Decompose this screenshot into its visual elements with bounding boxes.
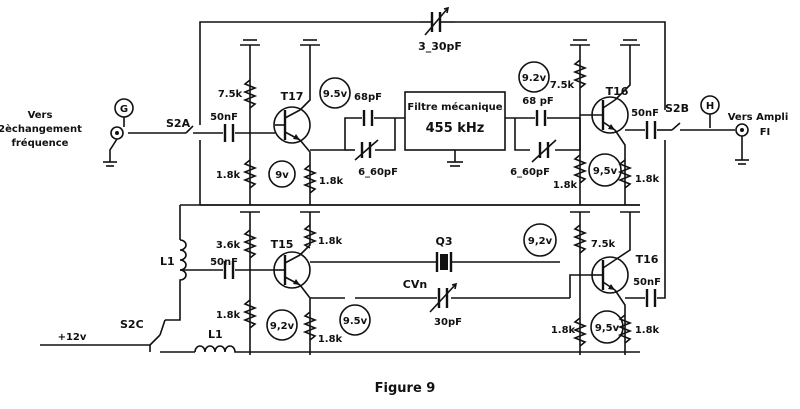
label-30pf: 30pF xyxy=(434,317,462,328)
switch-s2a xyxy=(185,125,194,134)
voltage-t15-9-5v: 9.5v xyxy=(343,316,368,327)
label-3-6k: 3.6k xyxy=(216,240,241,251)
filter-label-line1: Filtre mécanique xyxy=(407,101,502,113)
vers-changement-line1: Vers xyxy=(28,110,53,121)
voltage-bubbles: 9.5v 9v 9.2v 9,5v 9,2v 9.5v 9,2v 9,5v xyxy=(266,61,624,344)
inductor-l1-bottom xyxy=(194,345,240,353)
connector-h-label: H xyxy=(706,101,714,112)
switch-s2b xyxy=(671,122,681,131)
switch-s2c-label: S2C xyxy=(120,318,144,331)
label-1-8k-i: 1.8k xyxy=(635,325,660,336)
vers-changement-line3: fréquence xyxy=(12,137,69,149)
capacitor-cvn-30pf xyxy=(429,282,458,313)
label-6-60pf-a: 6_60pF xyxy=(358,167,398,178)
switch-s2a-label: S2A xyxy=(166,117,191,130)
switch-s2c xyxy=(149,319,166,346)
vers-ampli-line2: FI xyxy=(760,127,771,138)
label-7-5k-c: 7.5k xyxy=(591,239,616,250)
capacitor-68pf-a xyxy=(362,110,374,126)
label-68pf-a: 68pF xyxy=(354,92,382,103)
label-50nf-c: 50nF xyxy=(210,257,238,268)
voltage-t16b-9-5v: 9,5v xyxy=(595,323,620,334)
capacitor-50nf-a xyxy=(223,124,235,142)
connector-g: G xyxy=(103,98,134,167)
capacitor-3-30pf xyxy=(420,6,455,36)
capacitor-6-60pf-a xyxy=(354,139,379,161)
capacitor-68pf-b xyxy=(535,110,547,126)
crystal-q3 xyxy=(435,252,453,272)
label-3-30pf: 3_30pF xyxy=(418,40,462,53)
voltage-t17-9-5v: 9.5v xyxy=(323,89,348,100)
connector-h: H xyxy=(700,95,749,165)
inductor-l1-bottom-label: L1 xyxy=(208,328,223,341)
voltage-top-9-2v: 9.2v xyxy=(522,73,547,84)
inductor-l1-left xyxy=(179,239,187,285)
transistor-t16-top xyxy=(580,96,629,134)
connector-g-label: G xyxy=(120,104,128,115)
component-labels: Vers 2èchangement fréquence Vers Ampli F… xyxy=(0,40,788,345)
capacitor-50nf-c xyxy=(223,261,235,279)
voltage-t15-9-2v: 9,2v xyxy=(270,321,295,332)
supply-label: +12v xyxy=(58,332,87,343)
label-7-5k-a: 7.5k xyxy=(218,89,243,100)
voltage-t16-9-5v: 9,5v xyxy=(593,166,618,177)
transistor-t16-top-label: T16 xyxy=(606,85,629,98)
filter-label-line2: 455 kHz xyxy=(426,121,485,136)
capacitor-50nf-b xyxy=(645,121,657,139)
label-50nf-b: 50nF xyxy=(631,108,659,119)
voltage-t16b-9-2v: 9,2v xyxy=(528,236,553,247)
label-1-8k-b: 1.8k xyxy=(319,176,344,187)
label-1-8k-c: 1.8k xyxy=(553,180,578,191)
transistor-t15-label: T15 xyxy=(271,238,294,251)
label-50nf-a: 50nF xyxy=(210,112,238,123)
vers-changement-line2: 2èchangement xyxy=(0,123,82,135)
label-1-8k-e: 1.8k xyxy=(216,310,241,321)
transistor-t17-label: T17 xyxy=(281,90,304,103)
capacitor-50nf-d xyxy=(645,289,657,307)
mechanical-filter: Filtre mécanique 455 kHz xyxy=(404,91,506,151)
label-1-8k-h: 1.8k xyxy=(551,325,576,336)
voltage-t17-9v: 9v xyxy=(275,170,289,181)
label-1-8k-d: 1.8k xyxy=(635,174,660,185)
cvn-label: CVn xyxy=(403,278,427,291)
capacitor-6-60pf-b xyxy=(531,139,557,163)
label-1-8k-f: 1.8k xyxy=(318,236,343,247)
label-68pf-b: 68 pF xyxy=(522,96,553,107)
figure-caption: Figure 9 xyxy=(375,381,436,396)
transistor-t16-bottom xyxy=(590,256,629,294)
transistor-t16-bottom-label: T16 xyxy=(636,253,659,266)
ground-symbols xyxy=(240,39,640,220)
crystal-q3-label: Q3 xyxy=(435,235,452,248)
transistor-t17 xyxy=(273,106,311,144)
label-6-60pf-b: 6_60pF xyxy=(510,167,550,178)
vers-ampli-line1: Vers Ampli xyxy=(728,112,789,123)
inductor-l1-left-label: L1 xyxy=(160,255,175,268)
label-1-8k-g: 1.8k xyxy=(318,334,343,345)
label-7-5k-b: 7.5k xyxy=(550,80,575,91)
transistor-t15 xyxy=(273,251,311,289)
label-1-8k-a: 1.8k xyxy=(216,170,241,181)
label-50nf-d: 50nF xyxy=(633,277,661,288)
switch-s2b-label: S2B xyxy=(665,102,689,115)
